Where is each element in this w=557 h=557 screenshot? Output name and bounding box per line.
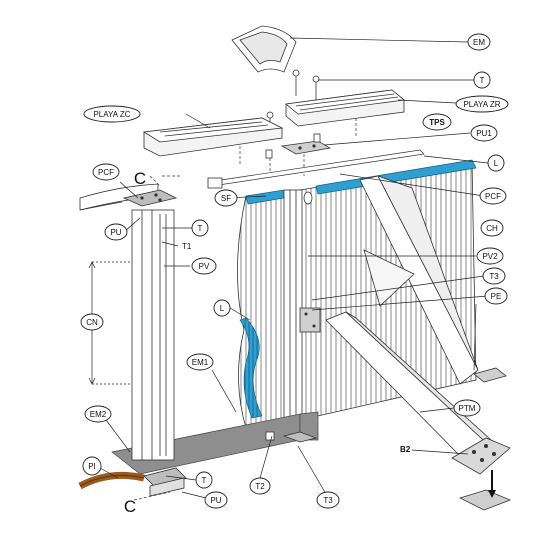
svg-text:PV: PV [199,262,210,271]
svg-text:T: T [480,76,485,85]
svg-text:EM1: EM1 [192,358,209,367]
label-ptm: PTM [453,399,481,417]
post-left [122,189,187,497]
svg-text:T: T [202,476,207,485]
svg-text:EM2: EM2 [90,410,107,419]
top-rail-right [285,89,405,127]
label-c-bottom: C [124,497,136,516]
label-tps: TPS [422,113,452,131]
label-t-post: T [191,219,209,237]
label-playa-zr: PLAYA ZR [455,95,509,113]
screws [266,69,320,132]
label-playa-zc: PLAYA ZC [83,105,141,123]
svg-text:PCF: PCF [485,192,501,201]
svg-text:CN: CN [86,318,98,327]
svg-text:PLAYA ZR: PLAYA ZR [463,100,500,109]
svg-text:T: T [198,224,203,233]
leader-lines [99,37,489,499]
label-t3-bottom: T3 [316,491,340,509]
label-cn: CN [80,313,104,331]
svg-text:B2: B2 [400,445,411,454]
label-b2: B2 [400,445,411,454]
label-sf: SF [214,189,238,207]
svg-text:PTM: PTM [459,404,476,413]
svg-text:TPS: TPS [429,118,445,127]
label-pe: PE [484,287,508,305]
svg-text:EM: EM [473,38,485,47]
label-l-top: L [487,154,505,172]
label-em2: EM2 [84,405,112,423]
label-t3-right: T3 [482,267,506,285]
svg-text:T3: T3 [323,496,333,505]
label-pi: PI [82,456,102,476]
label-l-liner: L [213,299,231,317]
svg-text:T3: T3 [489,272,499,281]
bottom-brackets [265,431,318,443]
svg-text:C: C [134,169,146,188]
label-em: EM [467,33,491,51]
svg-text:T2: T2 [255,482,265,491]
top-plate-tps [265,133,332,159]
label-t-top: T [473,71,491,89]
svg-text:PU: PU [110,228,121,237]
svg-text:CH: CH [486,224,498,233]
svg-text:T1: T1 [182,242,192,251]
label-pu1: PU1 [470,124,498,142]
svg-text:PE: PE [491,292,502,301]
label-ch: CH [480,219,504,237]
svg-text:PLAYA ZC: PLAYA ZC [93,110,130,119]
buttress-support [325,175,512,511]
label-pv-left: PV [191,257,217,275]
label-pcf-left: PCF [92,163,120,181]
svg-text:PI: PI [88,462,96,471]
label-t1: T1 [182,242,192,251]
top-cap-part [231,25,297,73]
label-t-bottom: T [195,471,213,489]
svg-text:PU: PU [210,496,221,505]
liner-strip [239,317,263,419]
label-c-top: C [134,169,146,188]
c-guides [133,175,171,501]
label-pu-left: PU [104,223,128,241]
ground-pipe [78,471,145,490]
svg-text:SF: SF [221,194,231,203]
svg-text:L: L [494,159,499,168]
label-t2: T2 [249,477,271,495]
label-pv2: PV2 [476,247,504,265]
label-pcf-right: PCF [479,187,507,205]
svg-text:PU1: PU1 [476,129,492,138]
label-em1: EM1 [186,353,214,371]
top-rail-left [142,117,284,157]
svg-text:PV2: PV2 [482,252,498,261]
svg-text:C: C [124,497,136,516]
svg-text:L: L [220,304,225,313]
label-pu-bottom: PU [204,491,228,509]
svg-text:PCF: PCF [98,168,114,177]
post-center [283,189,321,421]
